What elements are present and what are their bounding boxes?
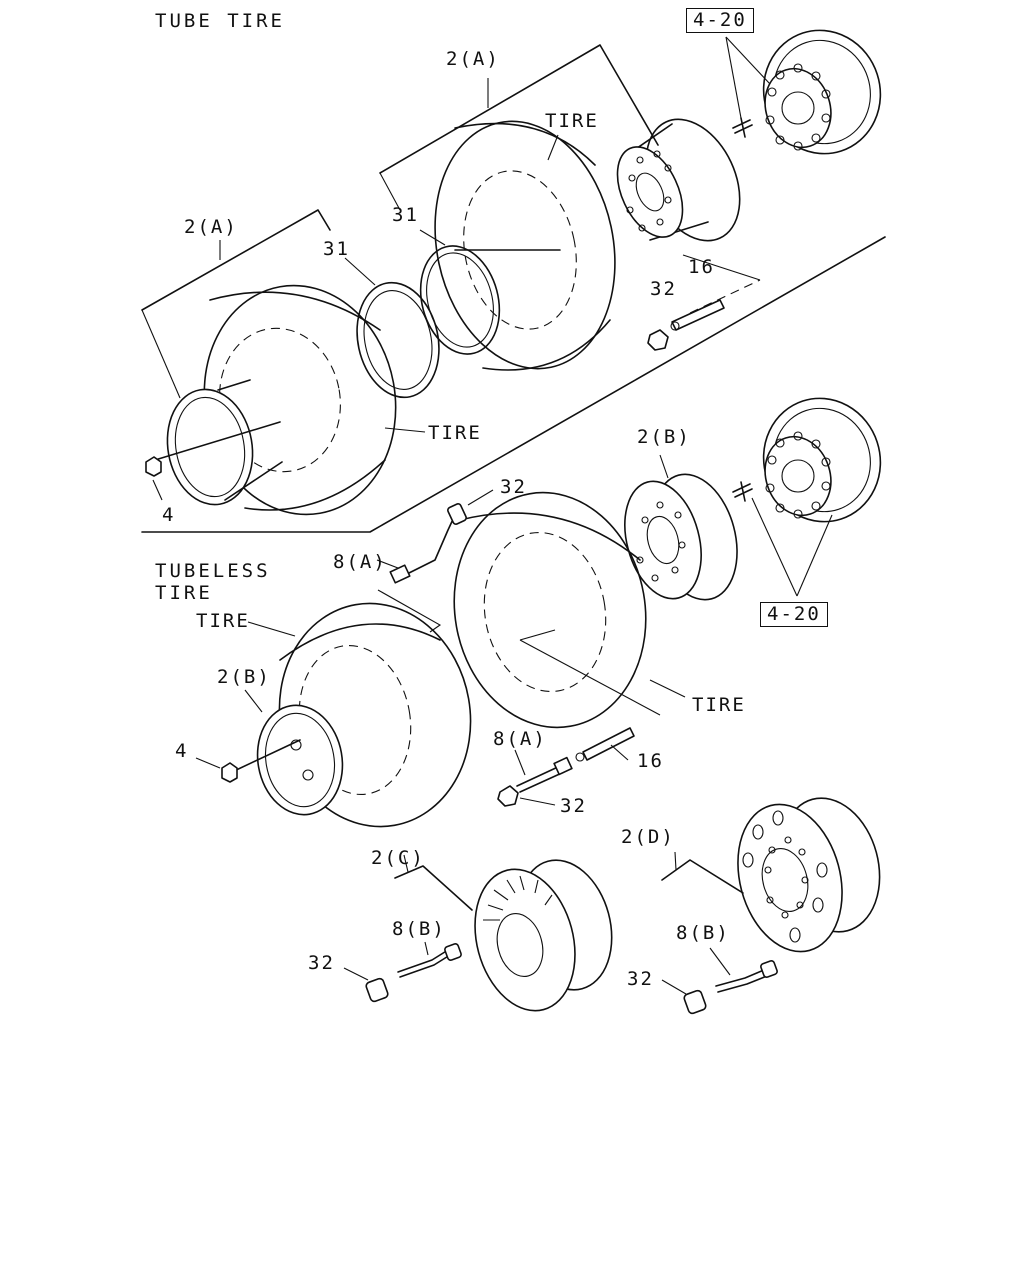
label-2c[interactable]: 2(C) xyxy=(371,847,425,869)
bolt-16-lower xyxy=(575,727,635,762)
flap-31-upper xyxy=(419,245,501,355)
section-title-tubeless-tire: TUBELESS TIRE xyxy=(155,560,271,604)
cap-32-tubeless-lower xyxy=(497,785,519,807)
label-4-lower[interactable]: 4 xyxy=(175,740,189,762)
label-8a-upper[interactable]: 8(A) xyxy=(333,551,387,573)
label-31-lower[interactable]: 31 xyxy=(323,238,350,260)
label-2b-left[interactable]: 2(B) xyxy=(217,666,271,688)
label-tire-tubeless-right[interactable]: TIRE xyxy=(692,694,746,716)
label-2a-top[interactable]: 2(A) xyxy=(446,48,500,70)
valve-8a-lower xyxy=(516,756,573,793)
wheel-2c xyxy=(474,859,613,1012)
valve-8b-left xyxy=(397,943,462,978)
cap-32-left xyxy=(365,977,389,1003)
cap-32-right xyxy=(683,989,707,1015)
valve-8a-upper xyxy=(389,514,456,584)
label-2d[interactable]: 2(D) xyxy=(621,826,675,848)
label-tire-top[interactable]: TIRE xyxy=(545,110,599,132)
bolt-16-upper xyxy=(670,299,725,331)
hub-drum-lower xyxy=(762,397,882,523)
label-16-upper[interactable]: 16 xyxy=(688,256,715,278)
tire-tubeless-right xyxy=(453,491,647,729)
label-31-upper[interactable]: 31 xyxy=(392,204,419,226)
valve-8b-right xyxy=(715,960,778,993)
label-32-tubeless-lower[interactable]: 32 xyxy=(560,795,587,817)
wheel-2b-right xyxy=(624,473,738,601)
label-8a-lower[interactable]: 8(A) xyxy=(493,728,547,750)
section-title-tubeless-line2: TIRE xyxy=(155,582,213,604)
wheel-2d xyxy=(737,797,881,953)
label-32-left[interactable]: 32 xyxy=(308,952,335,974)
label-tire-tubeless-left[interactable]: TIRE xyxy=(196,610,250,632)
wheel-stud-lower xyxy=(732,481,753,502)
wheel-2a-upper xyxy=(616,118,741,242)
tire-tube-upper xyxy=(434,120,616,371)
label-8b-left[interactable]: 8(B) xyxy=(392,918,446,940)
flap-31-lower xyxy=(356,281,440,399)
label-2b-right[interactable]: 2(B) xyxy=(637,426,691,448)
section-title-tubeless-line1: TUBELESS xyxy=(155,560,271,582)
label-4-upper[interactable]: 4 xyxy=(162,504,176,526)
nut-4-lower xyxy=(221,762,238,783)
label-32-upper[interactable]: 32 xyxy=(650,278,677,300)
wheel-2a-lower xyxy=(166,379,283,506)
label-16-lower[interactable]: 16 xyxy=(637,750,664,772)
cap-32-tubeless-upper xyxy=(447,503,467,525)
cap-32-upper xyxy=(647,329,669,351)
ref-4-20-top[interactable]: 4-20 xyxy=(686,8,754,33)
label-tire-left[interactable]: TIRE xyxy=(428,422,482,444)
hub-drum-upper xyxy=(762,29,882,155)
section-divider-line xyxy=(141,236,886,533)
wheel-2b-left xyxy=(256,704,344,816)
label-8b-right[interactable]: 8(B) xyxy=(676,922,730,944)
label-32-right[interactable]: 32 xyxy=(627,968,654,990)
ref-4-20-bottom[interactable]: 4-20 xyxy=(760,602,828,627)
nut-4-upper xyxy=(145,456,162,477)
label-2a-left[interactable]: 2(A) xyxy=(184,216,238,238)
wheel-stud-upper xyxy=(732,117,753,138)
section-title-tube-tire: TUBE TIRE xyxy=(155,10,285,32)
label-32-tubeless-top[interactable]: 32 xyxy=(500,476,527,498)
